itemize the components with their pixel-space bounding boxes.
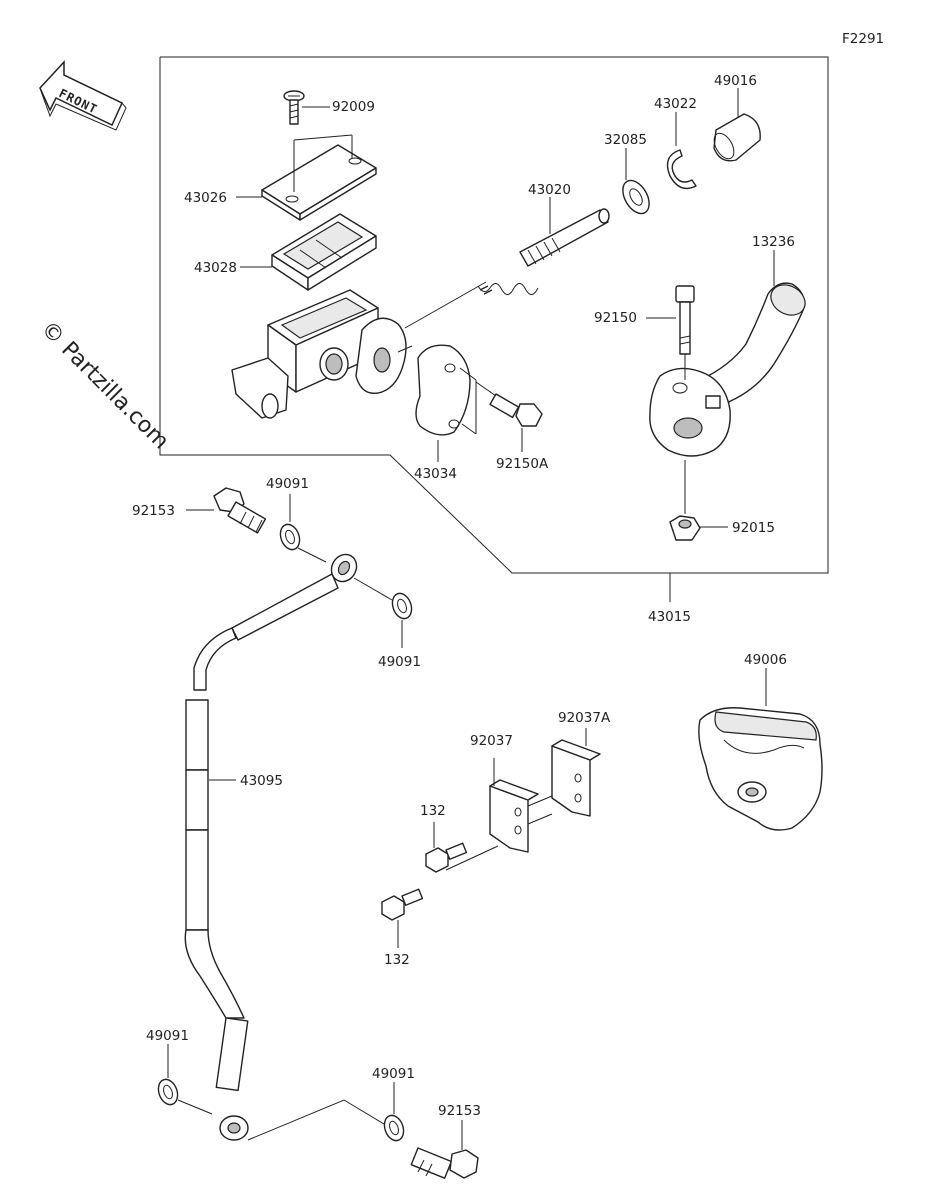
- bolt-132-bottom: [381, 888, 424, 948]
- label-92037: 92037: [470, 733, 513, 749]
- label-132-top: 132: [420, 803, 446, 819]
- master-cylinder-body: [231, 281, 487, 419]
- boot-49016: [713, 88, 761, 162]
- label-43022: 43022: [654, 96, 697, 112]
- label-92150A: 92150A: [496, 456, 549, 472]
- diaphragm-43028: [240, 213, 377, 291]
- washer-49091-mid: [353, 577, 413, 648]
- label-32085: 32085: [604, 132, 647, 148]
- washer-32085: [622, 148, 650, 215]
- label-43020: 43020: [528, 182, 571, 198]
- label-49091-mid: 49091: [378, 654, 421, 670]
- nut-92015: [669, 460, 728, 541]
- label-92037A: 92037A: [558, 710, 611, 726]
- label-132-bottom: 132: [384, 952, 410, 968]
- label-43015: 43015: [648, 609, 691, 625]
- label-49016: 49016: [714, 73, 757, 89]
- clamp-43034: [415, 344, 477, 462]
- label-92150: 92150: [594, 310, 637, 326]
- washer-49091-bottom-left: [157, 1044, 213, 1115]
- watermark: © Partzilla.com: [36, 317, 174, 455]
- assembly-boundary: [159, 56, 829, 574]
- bracket-92037A: [527, 728, 601, 825]
- label-92009: 92009: [332, 99, 375, 115]
- cover-49006: [698, 668, 823, 831]
- label-13236: 13236: [752, 234, 795, 250]
- label-43028: 43028: [194, 260, 237, 276]
- label-92153-top: 92153: [132, 503, 175, 519]
- washer-49091-top: [279, 494, 327, 563]
- washer-49091-bottom-right: [247, 1082, 405, 1142]
- label-49006: 49006: [744, 652, 787, 668]
- bolt-92150A: [475, 381, 543, 452]
- label-92153-bottom: 92153: [438, 1103, 481, 1119]
- bolt-132-top: [425, 822, 499, 873]
- banjo-bolt-92153-top: [186, 487, 267, 534]
- brake-hose-43095: [184, 553, 358, 1141]
- label-43034: 43034: [414, 466, 457, 482]
- diagram-code: F2291: [842, 31, 884, 47]
- screw-92009: [283, 90, 330, 125]
- lever-holder: [649, 367, 731, 457]
- label-49091-top: 49091: [266, 476, 309, 492]
- pivot-bolt-92150: [646, 285, 695, 380]
- label-49091-bottom-right: 49091: [372, 1066, 415, 1082]
- circlip-43022: [666, 112, 697, 190]
- label-92015: 92015: [732, 520, 775, 536]
- piston-assembly-43020: [477, 197, 610, 295]
- bracket-92037: [489, 758, 539, 853]
- lever-13236: [699, 250, 806, 407]
- label-43026: 43026: [184, 190, 227, 206]
- banjo-bolt-92153-bottom: [410, 1120, 479, 1179]
- label-49091-bottom-left: 49091: [146, 1028, 189, 1044]
- label-43095: 43095: [240, 773, 283, 789]
- reservoir-cap-43026: [236, 134, 377, 221]
- front-arrow-icon: FRONT: [39, 60, 127, 131]
